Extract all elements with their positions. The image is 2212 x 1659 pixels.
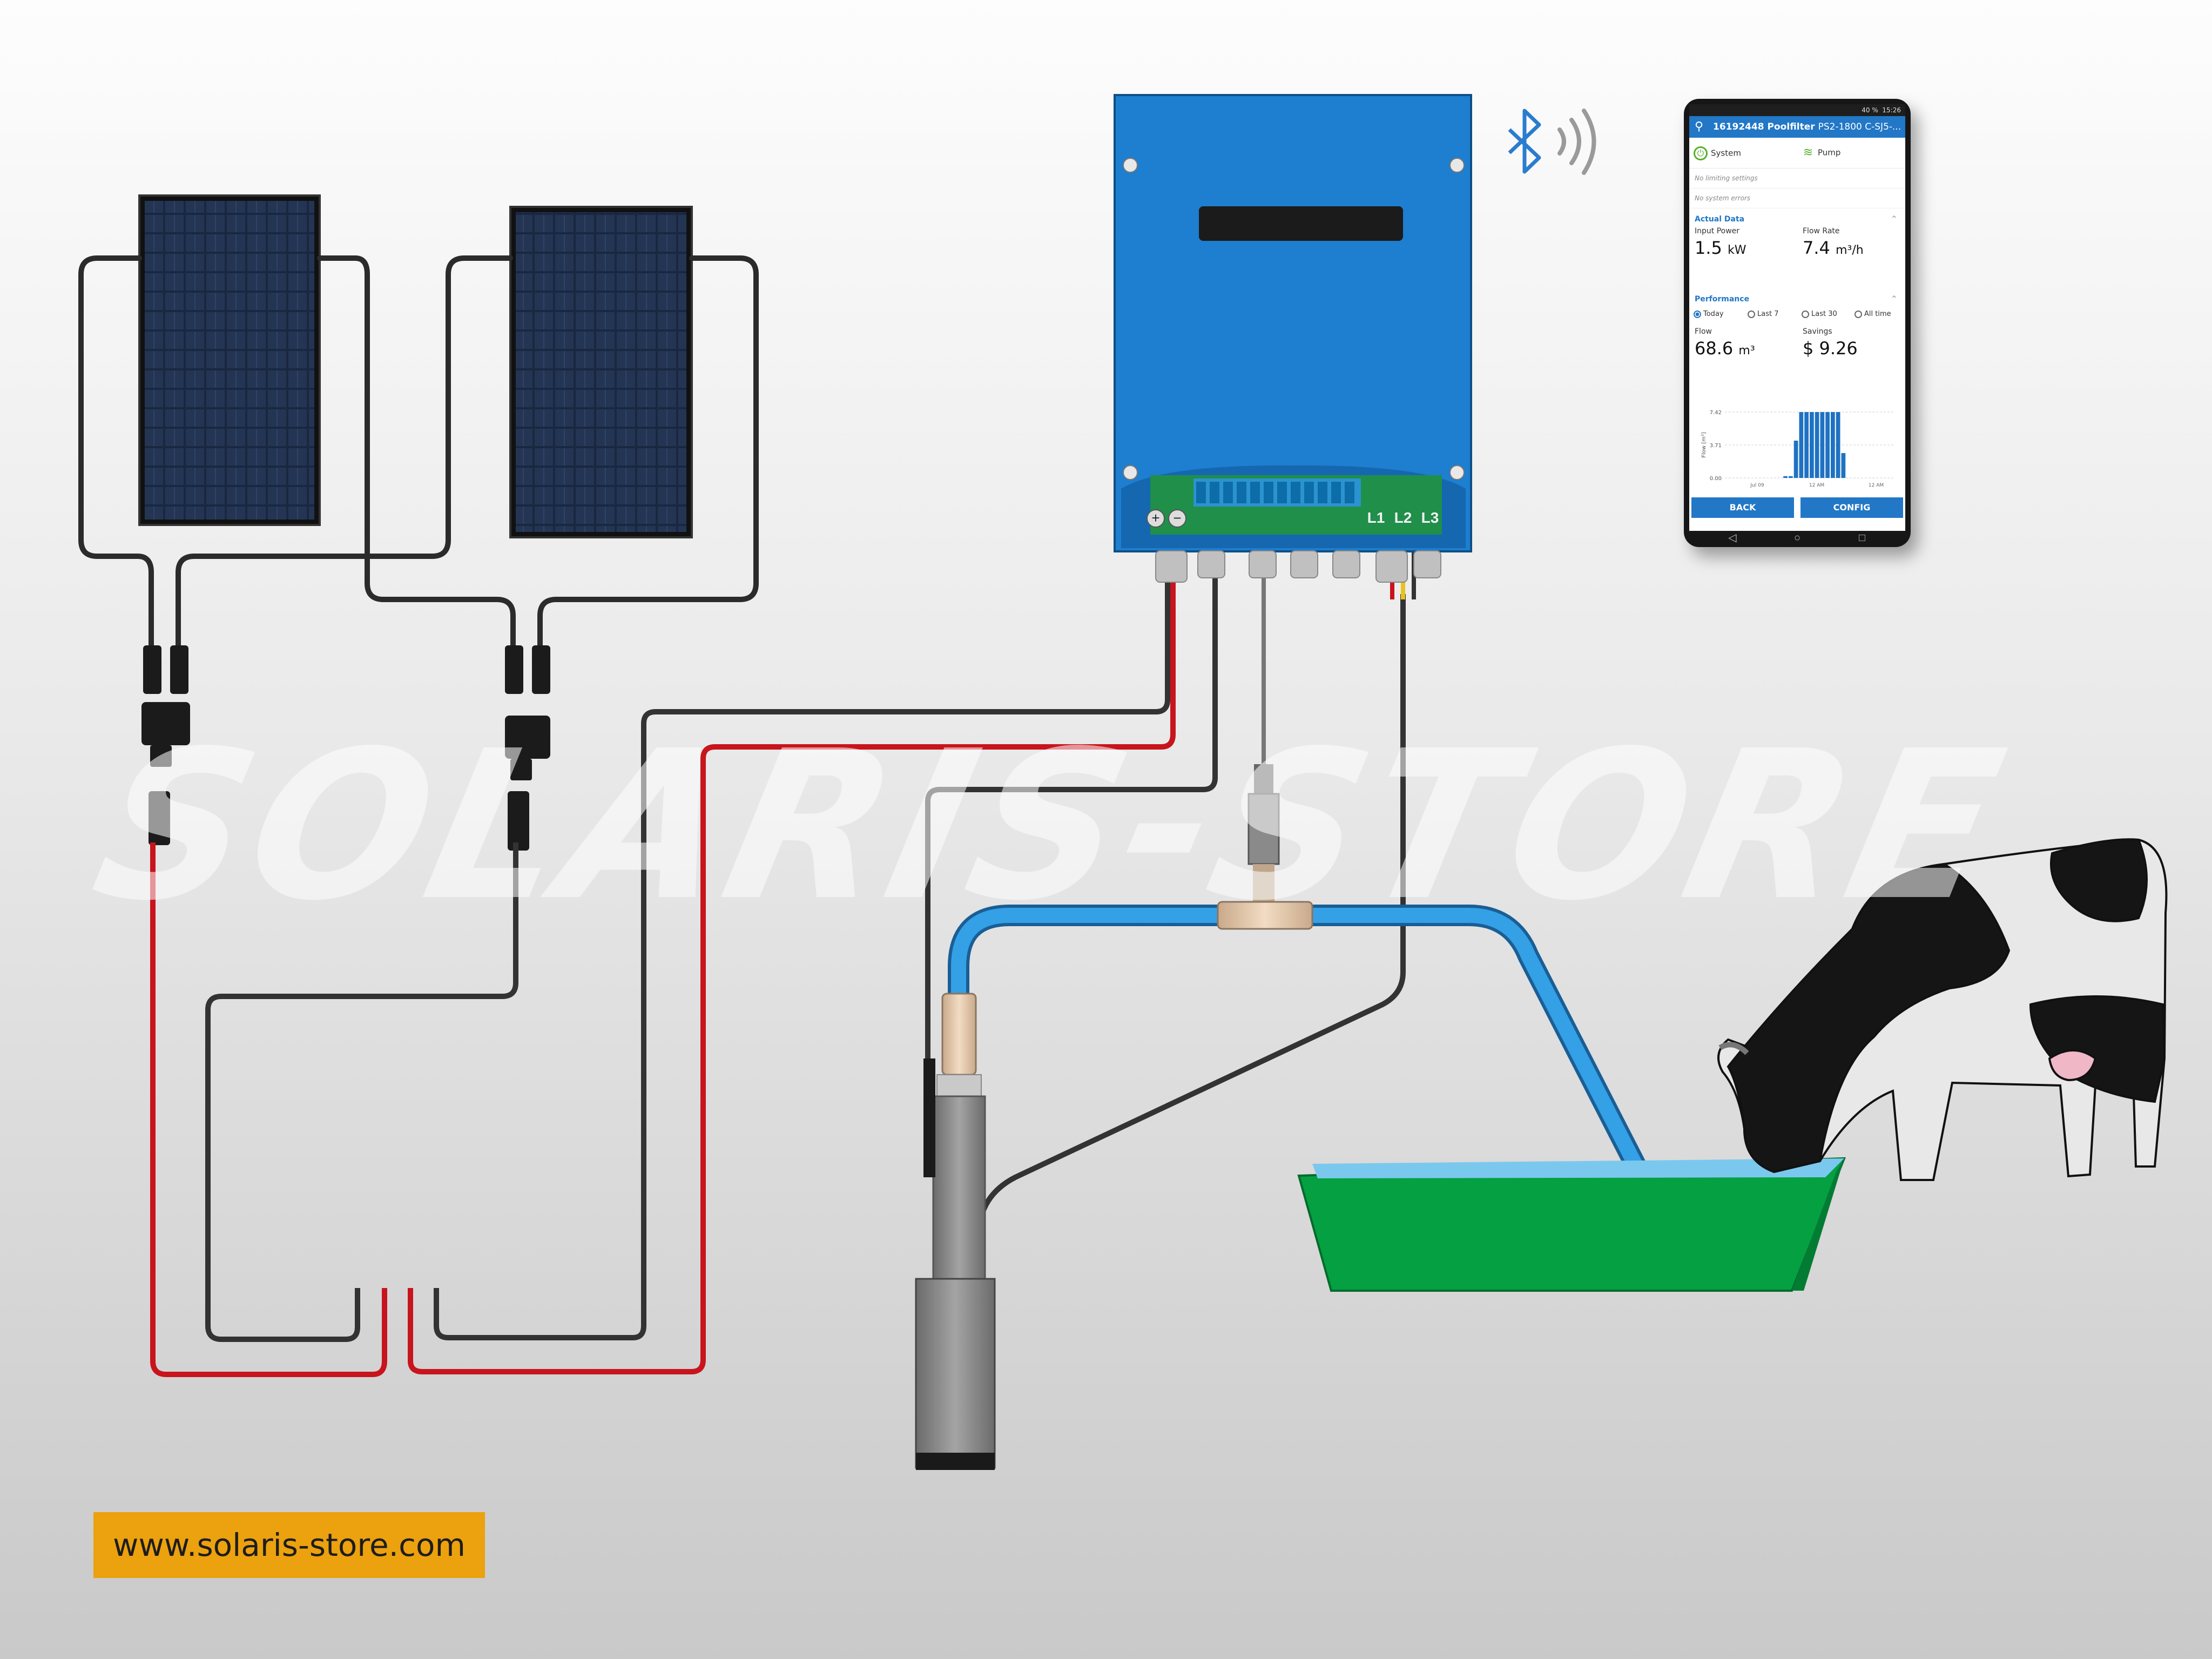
savings: Savings $ 9.26 (1803, 327, 1858, 359)
dc-plus-label: + (1151, 510, 1159, 526)
total-flow-label: Flow (1695, 327, 1712, 336)
smartphone: 40 % 15:26 ⚲ 16192448 Poolfilter PS2-180… (1684, 99, 1911, 547)
radio-last-30[interactable]: Last 30 (1802, 310, 1837, 318)
input-power: Input Power 1.5 kW (1695, 227, 1746, 258)
tab-pump[interactable]: ≋ Pump (1802, 146, 1841, 159)
flow-bar (1804, 412, 1809, 478)
flow-bar (1815, 412, 1819, 478)
nav-back-icon[interactable]: ◁ (1728, 532, 1737, 544)
flow-bar (1836, 412, 1840, 478)
mc4-connectors-left (141, 645, 190, 845)
back-button[interactable]: BACK (1691, 497, 1794, 518)
chevron-up-icon: ⌃ (1890, 294, 1898, 304)
mc4-connectors-right (505, 645, 550, 851)
flow-rate-value: 7.4 (1803, 238, 1830, 258)
performance-values: Flow 68.6 m³ Savings $ 9.26 (1689, 324, 1905, 378)
total-flow: Flow 68.6 m³ (1695, 327, 1755, 359)
status-time: 15:26 (1882, 106, 1901, 114)
panel-cables (78, 255, 759, 656)
submersible-pump (915, 993, 996, 1470)
cow-illustration (1717, 838, 2168, 1181)
controller-dc-terminals: + − (1147, 509, 1186, 528)
flow-bar (1783, 476, 1788, 478)
tab-pump-label: Pump (1818, 147, 1841, 158)
bluetooth-icon (1508, 109, 1541, 174)
actual-data-title: Actual Data (1695, 215, 1745, 224)
water-trough (1297, 1157, 1846, 1292)
pressure-sensor (1247, 764, 1280, 902)
x-tick-label: 12 AM (1869, 483, 1884, 488)
app-header: ⚲ 16192448 Poolfilter PS2-1800 C-SJ5-... (1689, 116, 1905, 138)
limit-note: No limiting settings (1689, 168, 1905, 188)
flow-bar (1820, 412, 1825, 478)
app-tabs: ⏻System ≋ Pump (1689, 138, 1905, 168)
nav-home-icon[interactable]: ○ (1793, 532, 1801, 544)
tab-system-label: System (1711, 148, 1741, 158)
solar-panel-right (509, 206, 693, 538)
solar-panel-left (138, 194, 321, 526)
radio-today[interactable]: Today (1694, 310, 1724, 318)
terminal-l3-label: L3 (1421, 509, 1439, 526)
flow-rate-label: Flow Rate (1803, 227, 1840, 235)
pump-icon: ≋ (1803, 146, 1813, 159)
watermark-text: SOLARIS-STORE (77, 706, 2024, 946)
input-power-value: 1.5 (1695, 238, 1722, 258)
flow-rate-unit: m³/h (1836, 244, 1864, 257)
config-button[interactable]: CONFIG (1800, 497, 1903, 518)
app-logo-icon: ⚲ (1695, 120, 1704, 133)
website-link[interactable]: www.solaris-store.com (93, 1512, 485, 1578)
controller-phase-terminals: L1 L2 L3 (1367, 509, 1439, 526)
battery-level: 40 % (1862, 106, 1878, 114)
radio-all-time[interactable]: All time (1854, 310, 1891, 318)
flow-bar (1810, 412, 1814, 478)
x-tick-label: Jul 09 (1750, 483, 1764, 488)
controller-display (1199, 206, 1403, 241)
input-power-label: Input Power (1695, 227, 1740, 235)
flow-rate: Flow Rate 7.4 m³/h (1803, 227, 1864, 258)
x-tick-label: 12 AM (1809, 483, 1824, 488)
y-axis-label: Flow [m³] (1701, 432, 1707, 458)
flow-bar (1793, 440, 1798, 478)
radio-last-7[interactable]: Last 7 (1748, 310, 1778, 318)
device-id: 16192448 Poolfilter (1713, 122, 1815, 132)
flow-bar (1841, 453, 1846, 478)
chevron-up-icon: ⌃ (1890, 214, 1898, 224)
y-tick-label: 3.71 (1710, 443, 1722, 449)
terminal-l1-label: L1 (1367, 509, 1385, 526)
total-flow-value: 68.6 (1695, 338, 1734, 359)
y-tick-label: 7.42 (1710, 410, 1722, 416)
actual-data-values: Input Power 1.5 kW Flow Rate 7.4 m³/h (1689, 224, 1905, 288)
water-pipe (948, 901, 1650, 1183)
flow-bar (1825, 412, 1830, 478)
app-screen: 40 % 15:26 ⚲ 16192448 Poolfilter PS2-180… (1689, 104, 1905, 531)
input-power-unit: kW (1728, 244, 1746, 257)
performance-title: Performance (1695, 295, 1750, 304)
flow-bar (1789, 476, 1793, 478)
terminal-l2-label: L2 (1394, 509, 1412, 526)
performance-section[interactable]: Performance ⌃ (1689, 288, 1905, 304)
nav-recent-icon[interactable]: □ (1858, 532, 1866, 544)
savings-label: Savings (1803, 327, 1832, 336)
dc-minus-label: − (1173, 510, 1181, 526)
power-icon: ⏻ (1694, 146, 1708, 160)
error-note: No system errors (1689, 188, 1905, 208)
status-bar: 40 % 15:26 (1689, 104, 1905, 116)
device-model: PS2-1800 C-SJ5-... (1818, 122, 1901, 132)
android-nav-bar: ◁ ○ □ (1689, 531, 1905, 546)
total-flow-unit: m³ (1738, 344, 1755, 358)
flow-bar (1799, 412, 1804, 478)
period-selector: Today Last 7 Last 30 All time (1689, 308, 1905, 324)
y-tick-label: 0.00 (1710, 476, 1722, 482)
wireless-signal-icon (1557, 109, 1596, 175)
savings-value: $ 9.26 (1803, 338, 1858, 359)
flow-bar (1831, 412, 1835, 478)
pump-controller (1114, 94, 1472, 583)
positive-cables (150, 486, 1176, 1377)
actual-data-section[interactable]: Actual Data ⌃ (1689, 208, 1905, 224)
tab-system[interactable]: ⏻System (1694, 146, 1741, 160)
